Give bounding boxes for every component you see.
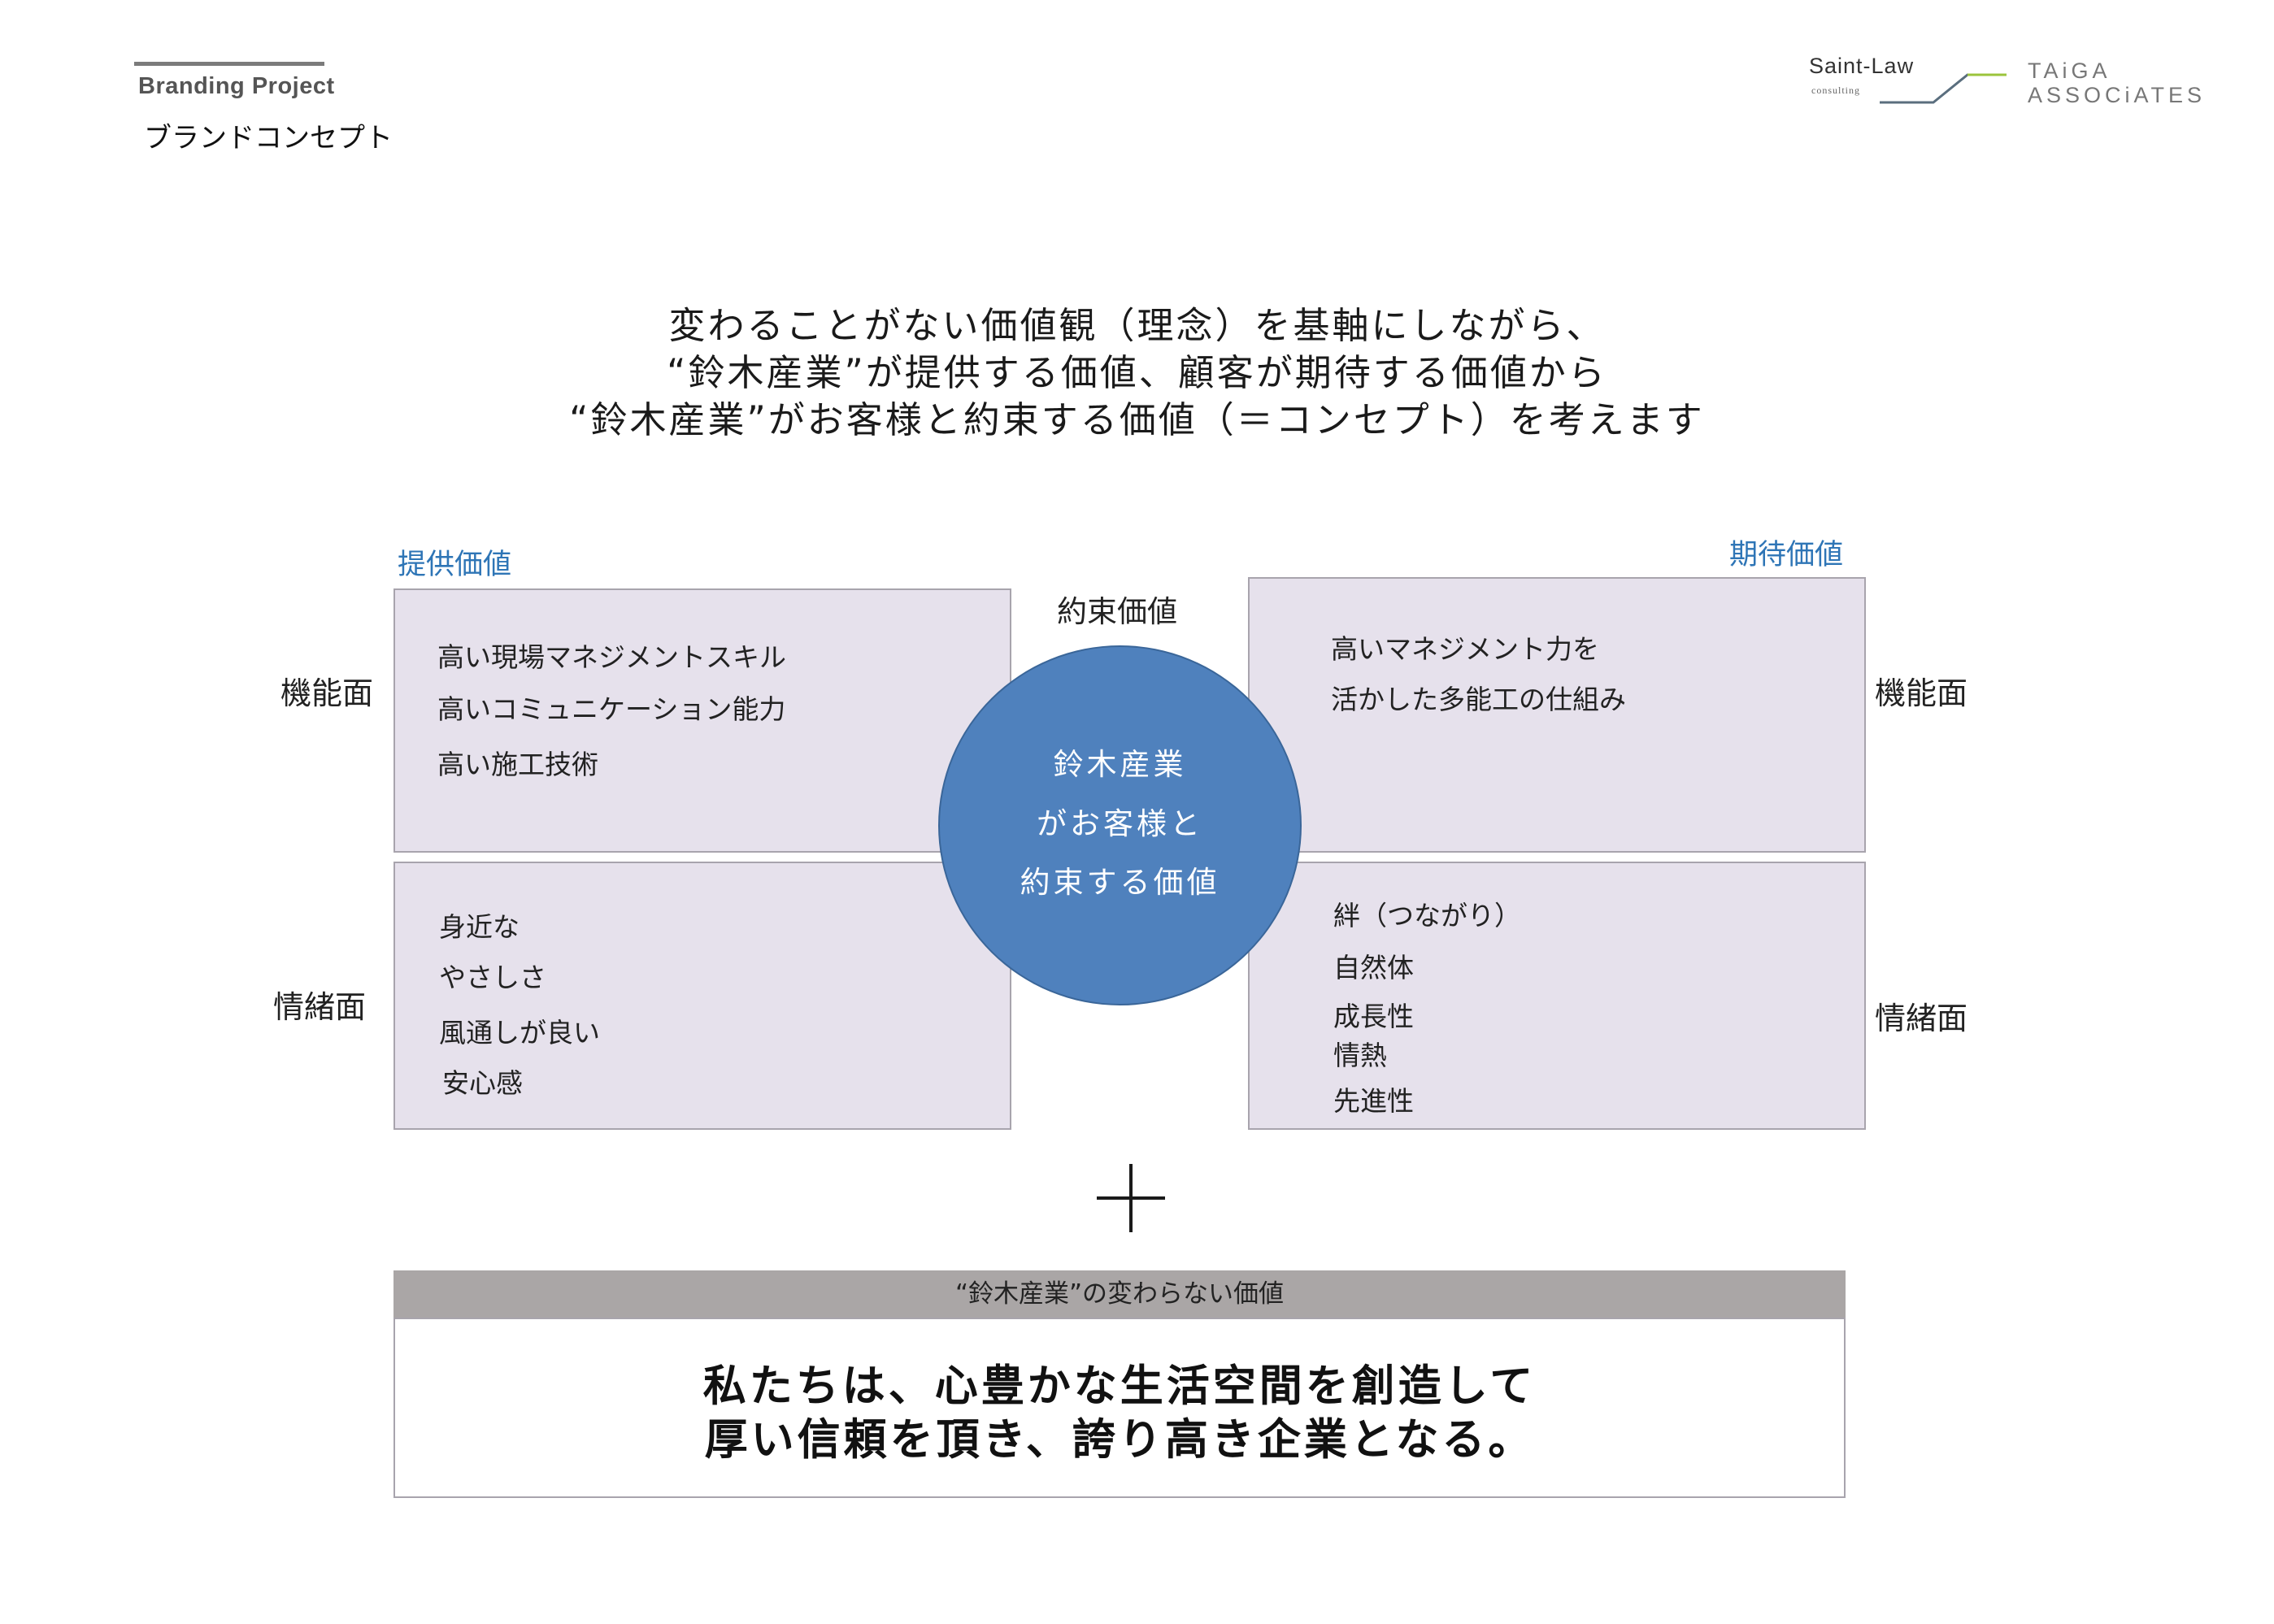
logo-connector-line — [1880, 73, 2007, 104]
unchanging-value-box: 私たちは、心豊かな生活空間を創造して 厚い信頼を頂き、誇り高き企業となる。 — [393, 1318, 1846, 1498]
circle-line-2: がお客様と — [1037, 806, 1203, 841]
taiga-logo-line2: ASSOCiATES — [2028, 83, 2207, 107]
taiga-logo-line1: TAiGA — [2028, 59, 2111, 83]
expected-emotional-item: 絆（つながり） — [1333, 900, 1521, 931]
circle-line-1: 鈴木産業 — [1053, 747, 1187, 782]
circle-line-3: 約束する価値 — [1020, 865, 1220, 900]
header-rule — [134, 62, 324, 66]
expected-functional-item: 活かした多能工の仕組み — [1331, 684, 1626, 715]
expected-emotional-item: 先進性 — [1333, 1085, 1414, 1117]
saint-law-logo-subtext: consulting — [1811, 85, 1860, 96]
left-functional-label: 機能面 — [280, 675, 374, 711]
provided-functional-item: 高い現場マネジメントスキル — [437, 641, 786, 673]
left-emotional-label: 情緒面 — [273, 989, 367, 1025]
provided-value-heading: 提供価値 — [398, 549, 512, 581]
provided-emotional-item: やさしさ — [439, 962, 546, 993]
right-functional-label: 機能面 — [1875, 675, 1968, 711]
expected-emotional-item: 情熱 — [1333, 1040, 1387, 1071]
promised-value-circle: 鈴木産業 がお客様と 約束する価値 — [938, 645, 1302, 1005]
expected-value-heading: 期待価値 — [1729, 539, 1844, 571]
expected-emotional-item: 自然体 — [1333, 952, 1414, 984]
statement-line-2: 厚い信頼を頂き、誇り高き企業となる。 — [704, 1415, 1535, 1465]
intro-line-1: 変わることがない価値観（理念）を基軸にしながら、 — [668, 304, 1606, 347]
section-title: ブランドコンセプト — [144, 122, 393, 154]
provided-emotional-item: 身近な — [439, 911, 520, 943]
unchanging-value-header: “鈴木産業”の変わらない価値 — [393, 1270, 1846, 1318]
expected-emotional-box — [1248, 862, 1866, 1130]
expected-emotional-item: 成長性 — [1333, 1001, 1414, 1032]
provided-emotional-box — [393, 862, 1011, 1130]
taiga-associates-logo: TAiGA ASSOCiATES — [2028, 59, 2206, 107]
provided-functional-box — [393, 588, 1011, 853]
statement-line-1: 私たちは、心豊かな生活空間を創造して — [702, 1361, 1537, 1411]
expected-functional-box — [1248, 577, 1866, 853]
provided-emotional-item: 風通しが良い — [439, 1017, 600, 1049]
promised-value-caption: 約束価値 — [1057, 594, 1177, 629]
intro-text: 変わることがない価値観（理念）を基軸にしながら、 “鈴木産業”が提供する価値、顧… — [0, 302, 2274, 444]
provided-functional-item: 高い施工技術 — [437, 749, 598, 780]
project-label: Branding Project — [138, 73, 335, 99]
provided-functional-item: 高いコミュニケーション能力 — [437, 693, 786, 725]
provided-emotional-item: 安心感 — [442, 1067, 523, 1099]
right-emotional-label: 情緒面 — [1875, 1001, 1968, 1036]
intro-line-2: “鈴木産業”が提供する価値、顧客が期待する価値から — [667, 351, 1607, 394]
intro-line-3: “鈴木産業”がお客様と約束する価値（＝コンセプト）を考えます — [569, 398, 1705, 441]
plus-icon-vertical — [1129, 1164, 1133, 1232]
expected-functional-item: 高いマネジメント力を — [1331, 633, 1599, 665]
saint-law-logo-text: Saint-Law — [1809, 54, 1915, 78]
